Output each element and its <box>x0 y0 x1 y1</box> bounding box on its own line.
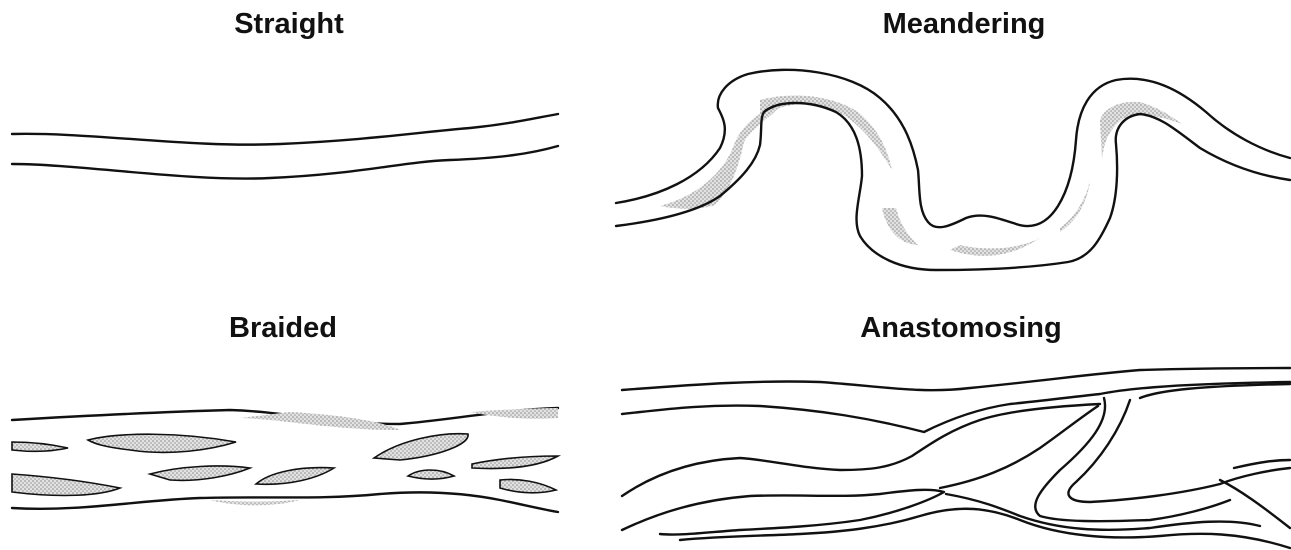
braid-bank-shade-right <box>470 408 558 419</box>
anas-island-upper-right <box>1035 398 1230 521</box>
braid-bar-3 <box>150 466 250 480</box>
braid-bar-2 <box>374 434 468 460</box>
point-bar-5 <box>1060 180 1090 232</box>
braid-bar-1 <box>88 434 236 452</box>
anas-bank-top <box>622 368 1290 390</box>
point-bar-4 <box>950 238 1040 256</box>
braid-bar-4 <box>256 468 334 485</box>
point-bar-2 <box>760 96 892 170</box>
straight-channel <box>12 114 558 179</box>
straight-bank-lower <box>12 146 558 179</box>
anas-island-lower-center <box>940 406 1098 488</box>
braid-bank-shade-bottom <box>210 500 300 505</box>
anas-island-middle-right <box>1068 400 1290 502</box>
braided-channel <box>12 408 558 512</box>
braid-bar-7 <box>500 479 556 492</box>
point-bar-6 <box>1100 102 1182 160</box>
anastomosing-channel <box>622 368 1290 548</box>
meander-bank-outer <box>616 70 1290 227</box>
braid-bar-6 <box>12 474 120 495</box>
braid-bar-5 <box>408 470 454 479</box>
anas-right-branch-2 <box>1234 460 1290 468</box>
anas-island-lower-left <box>622 490 944 535</box>
braid-bar-8 <box>472 456 558 469</box>
meandering-channel <box>616 70 1290 270</box>
straight-bank-upper <box>12 114 558 145</box>
braid-bar-9 <box>12 442 68 451</box>
point-bar-3 <box>882 208 918 245</box>
braid-bank-shade-top <box>240 412 400 430</box>
